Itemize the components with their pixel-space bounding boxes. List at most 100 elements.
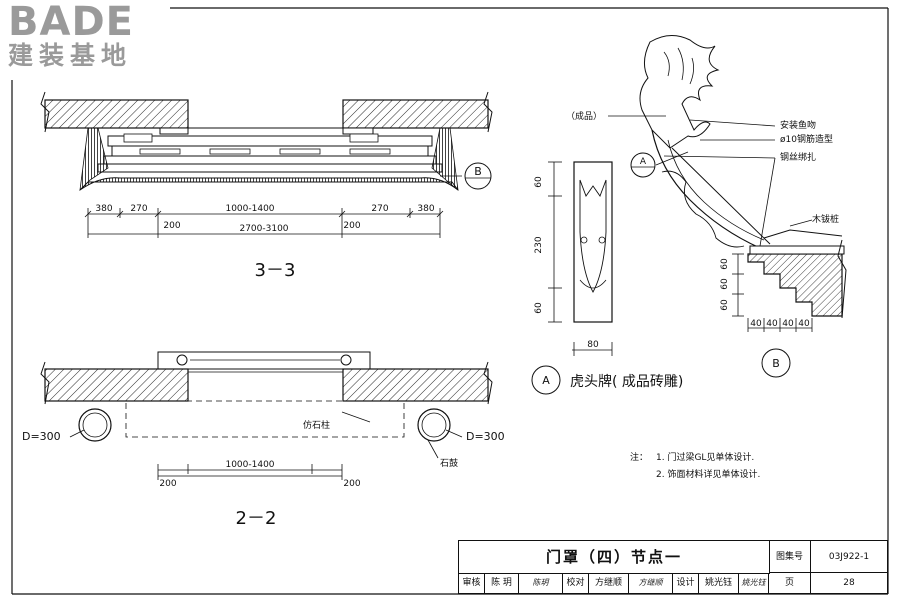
note-fish: 安装鱼吻 — [780, 119, 816, 131]
drum-right-inner — [421, 412, 447, 438]
detail-a-marker — [531, 365, 561, 395]
review-label: 审核 — [459, 573, 485, 593]
review-signature: 陈玥 — [519, 573, 563, 593]
dim-label: 2700-3100 — [239, 224, 288, 234]
atlas-number: 03J922-1 — [811, 541, 887, 573]
roof-tile-line — [763, 229, 843, 239]
ridge-curve — [651, 129, 761, 249]
bracket-a — [139, 148, 181, 155]
logo-subtitle: 建装基地 — [8, 41, 133, 70]
dimB-label: 60 — [720, 258, 730, 270]
wall-slab-right-notch — [342, 127, 374, 135]
dim-label: 270 — [130, 204, 147, 214]
ridge-curve-inner — [667, 139, 765, 241]
column-outline — [125, 400, 405, 438]
break-line-2-right — [483, 361, 493, 405]
general-notes: 注： 1. 门过梁GL见单体设计. 2. 饰面材料详见单体设计. — [630, 451, 760, 480]
design-name: 姚光钰 — [699, 573, 739, 593]
note-peg: 木钹桩 — [812, 213, 839, 225]
section-2-2-label: 2－2 — [236, 508, 277, 529]
fish-ornament — [639, 35, 720, 149]
dim-slash — [116, 210, 124, 218]
note-leader-4 — [789, 219, 813, 227]
dimB-h-label: 40 — [750, 319, 762, 329]
canopy-tier-1 — [107, 135, 433, 147]
tiger-mouth — [579, 279, 607, 289]
bracket-d — [349, 148, 391, 155]
canopy-eave — [79, 177, 459, 191]
canopy-plate — [157, 351, 371, 370]
atlas-label: 图集号 — [769, 541, 811, 573]
end-block-left — [123, 133, 153, 143]
diameter-right: D=300 — [466, 430, 505, 443]
drum-right-leader — [445, 429, 463, 438]
section-3-3: B 380 270 1000-1400 270 380 200 2700-310… — [40, 91, 493, 281]
dim-slash — [338, 210, 346, 218]
drum-left-leader — [69, 429, 85, 438]
dim2-label: 200 — [343, 479, 360, 489]
wall-slab-right — [342, 99, 489, 129]
pin-left — [176, 354, 188, 366]
note-leader-3 — [663, 155, 776, 159]
wall-slab-left — [44, 99, 189, 129]
wall-2-right — [342, 368, 489, 402]
drum-left-inner — [82, 412, 108, 438]
dimB-h-label: 40 — [766, 319, 778, 329]
dimA-width-label: 80 — [587, 340, 599, 350]
dimB-label: 60 — [720, 299, 730, 311]
dim-slash — [406, 210, 414, 218]
note-wire: 钢丝绑扎 — [780, 151, 816, 163]
detail-a-caption: 虎头牌( 成品砖雕) — [570, 373, 683, 390]
wall-slab-left-notch — [159, 127, 189, 135]
dimB-h-label: 40 — [798, 319, 810, 329]
dim2-label: 1000-1400 — [225, 460, 274, 470]
page-number: 28 — [843, 578, 855, 588]
note-leader-1 — [689, 119, 776, 127]
detail-a: 60 230 60 80 A 虎头牌( 成品砖雕) — [531, 161, 683, 395]
note-item-2: 2. 饰面材料详见单体设计. — [656, 468, 760, 480]
dim-label: 380 — [95, 204, 112, 214]
column-leader-label: 仿石柱 — [303, 419, 330, 431]
pin-right — [340, 354, 352, 366]
section-3-3-label: 3－3 — [255, 260, 296, 281]
end-block-right — [349, 133, 379, 143]
logo-brand-text: BADE — [8, 0, 134, 45]
drum-left — [78, 408, 112, 442]
bracket-b — [209, 148, 251, 155]
ridge-marker-a-leader — [655, 151, 689, 166]
tiger-face — [579, 179, 607, 293]
break-line-b — [837, 239, 847, 319]
rebar-line — [671, 147, 771, 245]
review-name: 陈 玥 — [485, 573, 519, 593]
drum-leader — [427, 439, 439, 459]
ridge-marker-a — [630, 152, 656, 178]
detail-a-marker-label: A — [542, 374, 550, 387]
brand-logo: BADE 建装基地 — [8, 2, 168, 70]
callout-b-circle — [464, 162, 492, 190]
canopy-fringe-left — [79, 127, 109, 192]
fish-fins — [663, 47, 694, 85]
dim-slash — [436, 210, 444, 218]
drum-right — [417, 408, 451, 442]
canopy-tier-3 — [103, 155, 437, 165]
title-block: 门罩（四）节点一 图集号 03J922-1 审核 陈 玥 陈玥 校对 方继顺 方… — [458, 540, 888, 594]
break-line-right — [483, 91, 493, 133]
notes-prefix: 注： — [630, 451, 648, 463]
finished-label: （成品） — [566, 110, 602, 122]
dim-label: 270 — [371, 204, 388, 214]
break-line-2-left — [40, 361, 50, 405]
step-base — [747, 253, 843, 317]
check-label: 校对 — [563, 573, 589, 593]
bracket-c — [279, 148, 321, 155]
column-leader — [341, 411, 371, 423]
note-item-1: 1. 门过梁GL见单体设计. — [656, 451, 754, 463]
detail-b-marker-label: B — [772, 357, 780, 370]
ridge-marker-a-label: A — [640, 157, 647, 167]
drawing-title: 门罩（四）节点一 — [459, 541, 770, 574]
callout-b-label: B — [474, 165, 482, 178]
break-line-left — [40, 91, 50, 133]
step-cap — [749, 245, 845, 255]
dim-label: 380 — [417, 204, 434, 214]
dim-label: 200 — [343, 221, 360, 231]
check-signature: 方继顺 — [629, 573, 673, 593]
